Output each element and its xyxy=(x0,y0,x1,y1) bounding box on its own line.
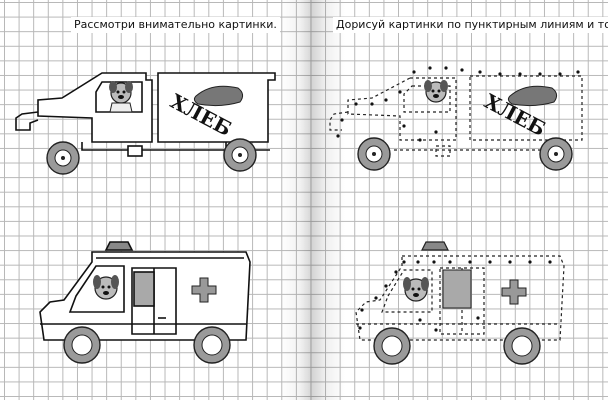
bread-loaf-icon xyxy=(507,85,558,107)
guide-dots xyxy=(336,66,580,142)
ambulance-wheel-front-left xyxy=(63,326,101,364)
dog-driver-icon xyxy=(93,275,119,300)
ambulance-siren xyxy=(421,241,449,251)
ambulance-wheel-rear-left xyxy=(193,326,231,364)
truck-cargo-box xyxy=(157,72,276,143)
truck-wheel-front-right xyxy=(357,137,391,171)
medical-cross-icon xyxy=(501,279,527,305)
ambulance-left xyxy=(39,241,251,341)
ambulance-door-window xyxy=(133,271,155,307)
right-page-instruction: Дорисуй картинки по пунктирным линиям и … xyxy=(333,17,608,33)
dog-driver-icon xyxy=(109,81,133,113)
dog-driver-icon xyxy=(424,80,448,103)
ambulance-siren xyxy=(104,241,134,251)
truck-step xyxy=(127,145,143,157)
ambulance-door-window xyxy=(442,269,472,309)
truck-wheel-front-left xyxy=(46,141,80,175)
ambulance-dotted xyxy=(355,255,565,341)
guide-dots xyxy=(358,260,552,332)
dog-driver-icon xyxy=(403,277,429,302)
left-page-instruction: Рассмотри внимательно картинки. xyxy=(71,17,280,33)
ambulance-wheel-front-right xyxy=(373,327,411,365)
truck-bumper xyxy=(15,111,39,131)
ambulance-door xyxy=(131,267,177,335)
truck-wheel-rear-left xyxy=(223,138,257,172)
truck-wheel-rear-right xyxy=(539,137,573,171)
medical-cross-icon xyxy=(191,277,217,303)
ambulance-wheel-rear-right xyxy=(503,327,541,365)
bread-loaf-icon xyxy=(193,85,244,107)
